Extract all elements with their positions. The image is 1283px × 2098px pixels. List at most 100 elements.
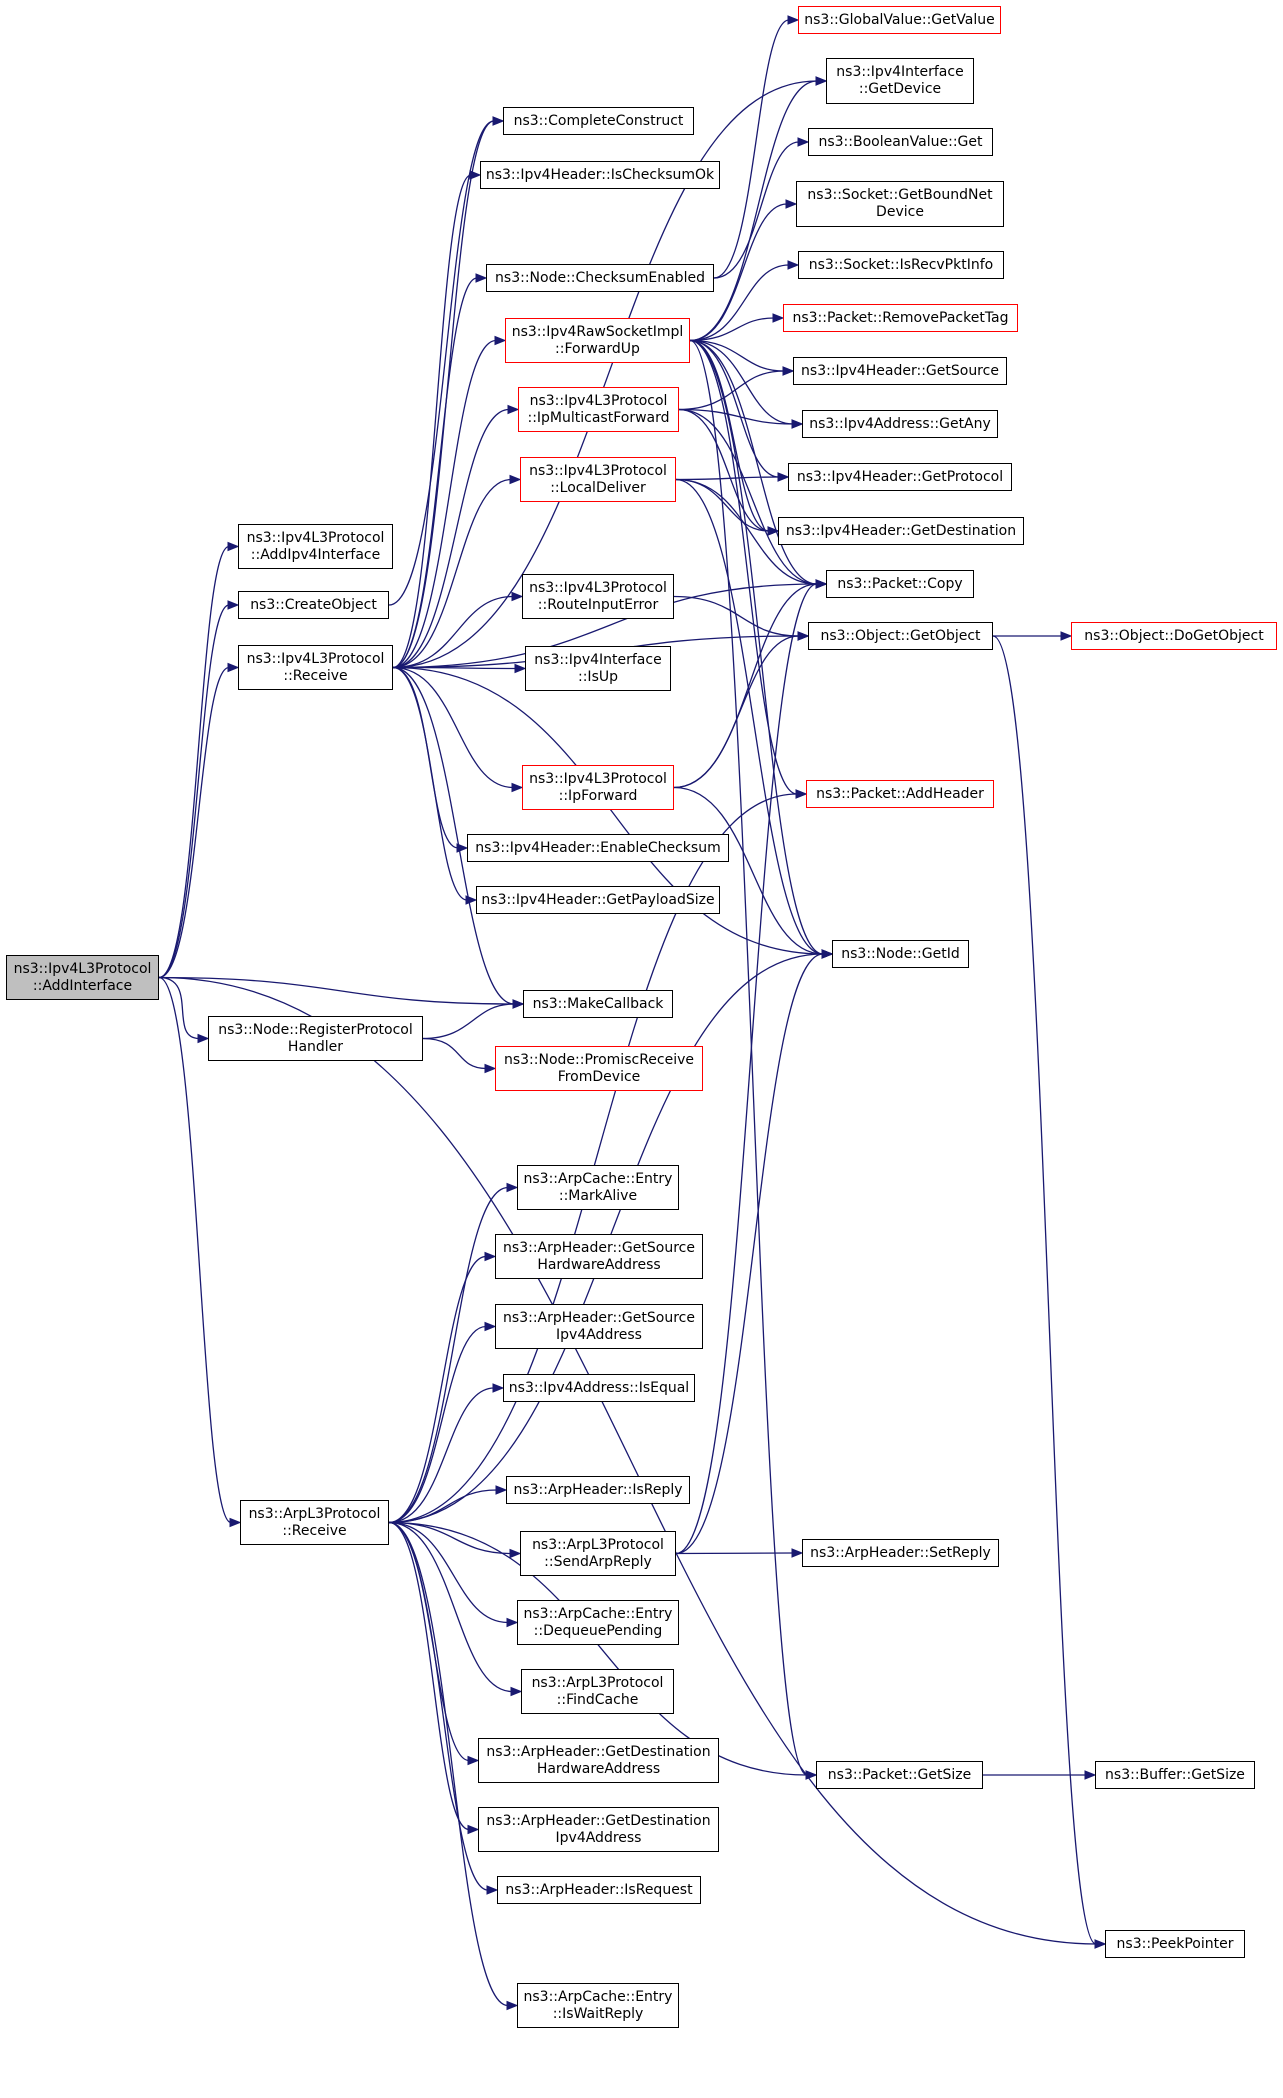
node-arpheader-getdestinationipv4address[interactable]: ns3::ArpHeader::GetDestination Ipv4Addre… [478,1807,719,1852]
node-ipv4l3protocol-routeinputerror[interactable]: ns3::Ipv4L3Protocol ::RouteInputError [522,574,674,619]
arrowhead-ipv4header_ischecksumok [469,170,482,180]
node-ipv4header-getdestination[interactable]: ns3::Ipv4Header::GetDestination [778,517,1024,545]
edge-arpl3protocol_receive-to-arpcache_entry_markalive [388,1186,509,1524]
edge-arpl3protocol_receive-to-arpheader_getsourcehardwareaddress [388,1255,487,1524]
edge-ipv4l3protocol_receive-to-node_checksumenabled [392,277,478,669]
edge-node_registerprotocolhandler-to-makecallback [422,1003,515,1040]
node-buffer-getsize[interactable]: ns3::Buffer::GetSize [1095,1761,1255,1789]
edge-ipv4l3protocol_receive-to-ipv4header_ischecksumok [392,174,472,669]
arrowhead-ipv4l3protocol_addipv4interface [227,541,240,552]
node-socket-getboundnetdevice[interactable]: ns3::Socket::GetBoundNet Device [796,181,1004,227]
node-ipv4l3protocol-localdeliver[interactable]: ns3::Ipv4L3Protocol ::LocalDeliver [520,457,676,502]
node-ipv4l3protocol-addipv4interface[interactable]: ns3::Ipv4L3Protocol ::AddIpv4Interface [238,524,393,569]
node-socket-isrecvpktinfo[interactable]: ns3::Socket::IsRecvPktInfo [798,251,1004,279]
edge-arpl3protocol_receive-to-arpheader_isrequest [388,1521,489,1891]
node-arpheader-isreply[interactable]: ns3::ArpHeader::IsReply [506,1476,690,1504]
arrowhead-ipv4rawsocketimpl_forwardup [494,335,507,346]
edge-ipv4l3protocol_addinterface-to-makecallback [158,976,515,1005]
edge-ipv4rawsocketimpl_forwardup-to-socket_isrecvpktinfo [689,264,790,342]
edge-ipv4l3protocol_addinterface-to-ipv4l3protocol_addipv4interface [158,545,230,979]
edge-ipv4rawsocketimpl_forwardup-to-packet_copy [689,339,818,585]
arrowhead-ipv4interface_getdevice [815,76,828,86]
node-completeconstruct[interactable]: ns3::CompleteConstruct [503,107,694,135]
node-arpcache-entry-markalive[interactable]: ns3::ArpCache::Entry ::MarkAlive [517,1165,679,1210]
node-ipv4l3protocol-addinterface: ns3::Ipv4L3Protocol ::AddInterface [6,955,159,1000]
edge-ipv4l3protocol_receive-to-makecallback [392,666,515,1005]
arrowhead-booleanvalue_get [797,137,810,147]
edge-ipv4l3protocol_receive-to-ipv4header_enablechecksum [392,666,459,849]
node-packet-removepackettag[interactable]: ns3::Packet::RemovePacketTag [783,304,1018,332]
arrowhead-ipv4l3protocol_ipforward [511,782,524,793]
arrowhead-packet_getsize [805,1770,818,1780]
edge-ipv4l3protocol_ipmulticastforward-to-packet_copy [678,408,818,585]
node-packet-addheader[interactable]: ns3::Packet::AddHeader [806,780,994,808]
node-arpcache-entry-dequeuepending[interactable]: ns3::ArpCache::Entry ::DequeuePending [517,1600,679,1645]
edge-ipv4l3protocol_ipmulticastforward-to-ipv4address_getany [678,408,794,425]
node-ipv4interface-isup[interactable]: ns3::Ipv4Interface ::IsUp [525,646,671,691]
node-object-dogetobject[interactable]: ns3::Object::DoGetObject [1071,622,1277,650]
edge-node_checksumenabled-to-booleanvalue_get [713,141,800,279]
node-ipv4address-getany[interactable]: ns3::Ipv4Address::GetAny [802,410,998,438]
edge-ipv4rawsocketimpl_forwardup-to-ipv4interface_getdevice [689,80,818,342]
node-ipv4header-getpayloadsize[interactable]: ns3::Ipv4Header::GetPayloadSize [476,886,720,914]
node-packet-getsize[interactable]: ns3::Packet::GetSize [816,1761,983,1789]
edge-node_checksumenabled-to-globalvalue_getvalue [713,19,790,279]
arrowhead-ipv4header_getpayloadsize [465,895,478,905]
node-ipv4l3protocol-receive[interactable]: ns3::Ipv4L3Protocol ::Receive [238,645,393,690]
node-arpheader-setreply[interactable]: ns3::ArpHeader::SetReply [802,1539,999,1567]
node-arpcache-entry-iswaitreply[interactable]: ns3::ArpCache::Entry ::IsWaitReply [517,1983,679,2028]
node-arpheader-getsourcehardwareaddress[interactable]: ns3::ArpHeader::GetSource HardwareAddres… [495,1234,703,1279]
node-arpheader-isrequest[interactable]: ns3::ArpHeader::IsRequest [497,1876,701,1904]
node-ipv4header-ischecksumok[interactable]: ns3::Ipv4Header::IsChecksumOk [480,161,720,189]
node-arpl3protocol-findcache[interactable]: ns3::ArpL3Protocol ::FindCache [521,1669,674,1714]
node-object-getobject[interactable]: ns3::Object::GetObject [808,622,993,650]
edge-ipv4rawsocketimpl_forwardup-to-packet_getsize [689,339,808,1776]
arrowhead-arpheader_isreply [495,1485,508,1495]
node-ipv4rawsocketimpl-forwardup[interactable]: ns3::Ipv4RawSocketImpl ::ForwardUp [505,318,690,363]
arrowhead-arpcache_entry_dequeuepending [506,1617,519,1628]
node-packet-copy[interactable]: ns3::Packet::Copy [826,570,974,598]
node-arpheader-getsourceipv4address[interactable]: ns3::ArpHeader::GetSource Ipv4Address [495,1304,703,1349]
edge-arpl3protocol_receive-to-packet_getsize [388,1521,808,1776]
arrowhead-object_getobject [797,631,810,641]
arrowhead-arpheader_setreply [791,1548,804,1558]
node-node-registerprotocolhandler[interactable]: ns3::Node::RegisterProtocol Handler [208,1016,423,1061]
node-ipv4l3protocol-ipforward[interactable]: ns3::Ipv4L3Protocol ::IpForward [522,765,674,810]
edge-ipv4l3protocol_receive-to-ipv4l3protocol_ipforward [392,666,514,789]
node-arpl3protocol-sendarpreply[interactable]: ns3::ArpL3Protocol ::SendArpReply [520,1531,676,1576]
node-peekpointer[interactable]: ns3::PeekPointer [1105,1930,1245,1958]
node-createobject[interactable]: ns3::CreateObject [238,591,389,619]
node-arpheader-getdestinationhardwareaddress[interactable]: ns3::ArpHeader::GetDestination HardwareA… [478,1738,719,1783]
edge-ipv4rawsocketimpl_forwardup-to-packet_removepackettag [689,317,775,342]
edge-ipv4l3protocol_receive-to-ipv4rawsocketimpl_forwardup [392,339,497,669]
edge-ipv4l3protocol_ipmulticastforward-to-ipv4header_getsource [678,370,785,411]
edge-ipv4rawsocketimpl_forwardup-to-node_getid [689,339,824,955]
node-node-getid[interactable]: ns3::Node::GetId [832,940,969,968]
edge-ipv4rawsocketimpl_forwardup-to-socket_getboundnetdevice [689,203,788,342]
edge-ipv4rawsocketimpl_forwardup-to-packet_addheader [689,339,798,795]
arrowhead-packet_copy [815,579,828,589]
node-ipv4header-enablechecksum[interactable]: ns3::Ipv4Header::EnableChecksum [467,834,729,862]
node-ipv4interface-getdevice[interactable]: ns3::Ipv4Interface ::GetDevice [826,58,974,104]
node-ipv4l3protocol-ipmulticastforward[interactable]: ns3::Ipv4L3Protocol ::IpMulticastForward [518,387,679,432]
arrowhead-object_dogetobject [1060,631,1073,641]
node-ipv4header-getprotocol[interactable]: ns3::Ipv4Header::GetProtocol [788,463,1012,491]
arrowhead-arpl3protocol_findcache [510,1686,523,1697]
node-globalvalue-getvalue[interactable]: ns3::GlobalValue::GetValue [798,6,1001,34]
node-node-promiscreceivefromdevice[interactable]: ns3::Node::PromiscReceive FromDevice [495,1046,703,1091]
node-node-checksumenabled[interactable]: ns3::Node::ChecksumEnabled [486,264,714,292]
node-makecallback[interactable]: ns3::MakeCallback [523,990,673,1018]
arrowhead-ipv4l3protocol_routeinputerror [511,591,524,602]
edge-ipv4l3protocol_receive-to-ipv4interface_getdevice [392,80,818,669]
arrowhead-ipv4l3protocol_ipmulticastforward [507,404,520,415]
edge-arpl3protocol_sendarpreply-to-packet_copy [675,583,818,1555]
node-ipv4header-getsource[interactable]: ns3::Ipv4Header::GetSource [793,357,1007,385]
edge-ipv4l3protocol_addinterface-to-peekpointer [158,976,1097,1945]
node-arpl3protocol-receive[interactable]: ns3::ArpL3Protocol ::Receive [240,1500,389,1545]
arrowhead-createobject [227,600,240,610]
arrowhead-ipv4header_getprotocol [777,472,790,482]
arrowhead-arpheader_isrequest [486,1885,499,1895]
node-ipv4address-isequal[interactable]: ns3::Ipv4Address::IsEqual [503,1374,695,1402]
arrowhead-globalvalue_getvalue [787,15,800,25]
node-booleanvalue-get[interactable]: ns3::BooleanValue::Get [808,128,993,156]
